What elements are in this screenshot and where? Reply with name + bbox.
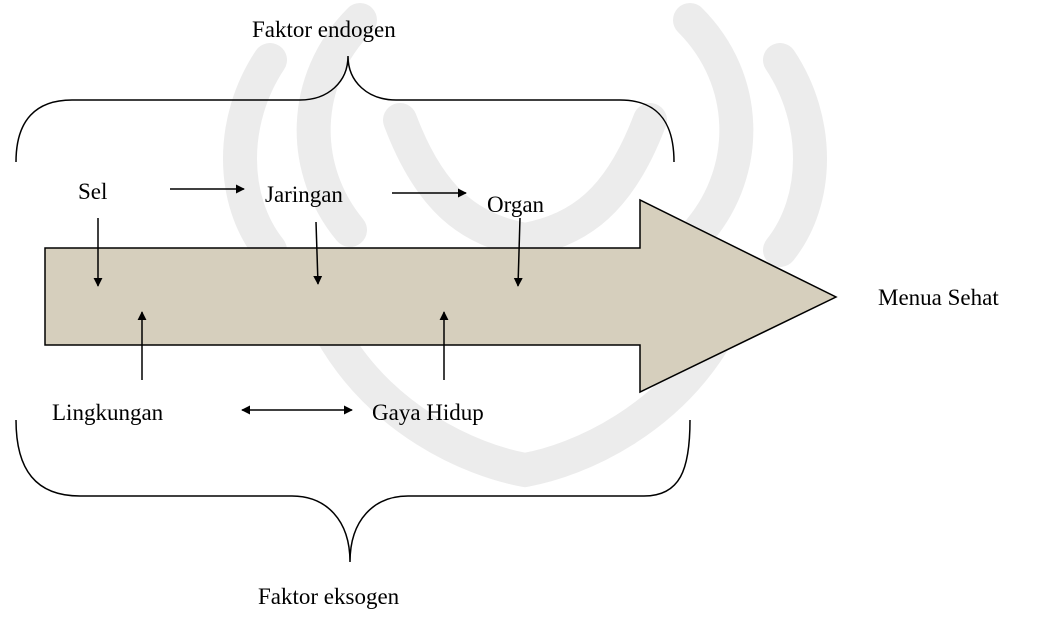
sel-label: Sel	[78, 179, 107, 204]
endogen-label: Faktor endogen	[252, 17, 396, 42]
jaringan-label: Jaringan	[265, 182, 343, 207]
endogen-brace	[16, 56, 674, 162]
lingkungan-label: Lingkungan	[52, 400, 164, 425]
result-label: Menua Sehat	[878, 285, 999, 310]
eksogen-label: Faktor eksogen	[258, 584, 400, 609]
gayahidup-label: Gaya Hidup	[372, 400, 484, 425]
organ-label: Organ	[487, 192, 545, 217]
